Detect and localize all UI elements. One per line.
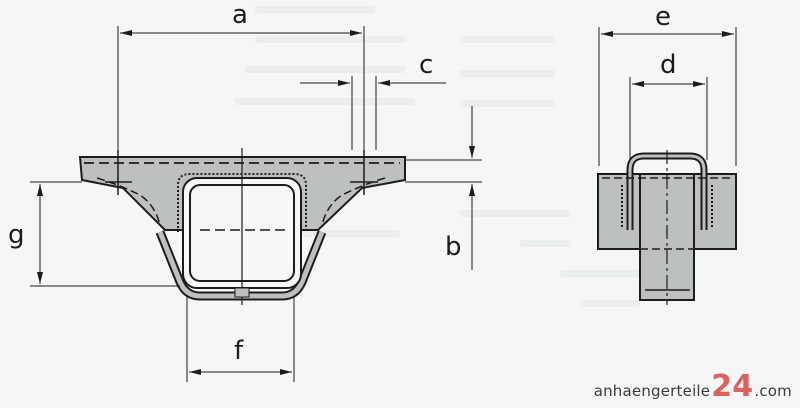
front-view [78,148,406,305]
dimension-label-b: b [445,232,462,262]
dimension-lines-side [598,27,737,166]
watermark-prefix: anhaengerteile [593,382,711,400]
dimension-label-c: c [419,50,434,80]
watermark-number: 24 [711,369,754,404]
dimension-label-e: e [655,2,671,32]
watermark-logo: anhaengerteile 24 .com [594,372,792,402]
dimension-label-f: f [234,336,244,366]
dimension-label-d: d [660,50,677,80]
side-view [597,150,737,305]
dimension-lines-front [30,26,482,382]
watermark-suffix: .com [754,382,792,400]
dimension-label-g: g [8,220,25,250]
dimension-label-a: a [232,0,248,30]
